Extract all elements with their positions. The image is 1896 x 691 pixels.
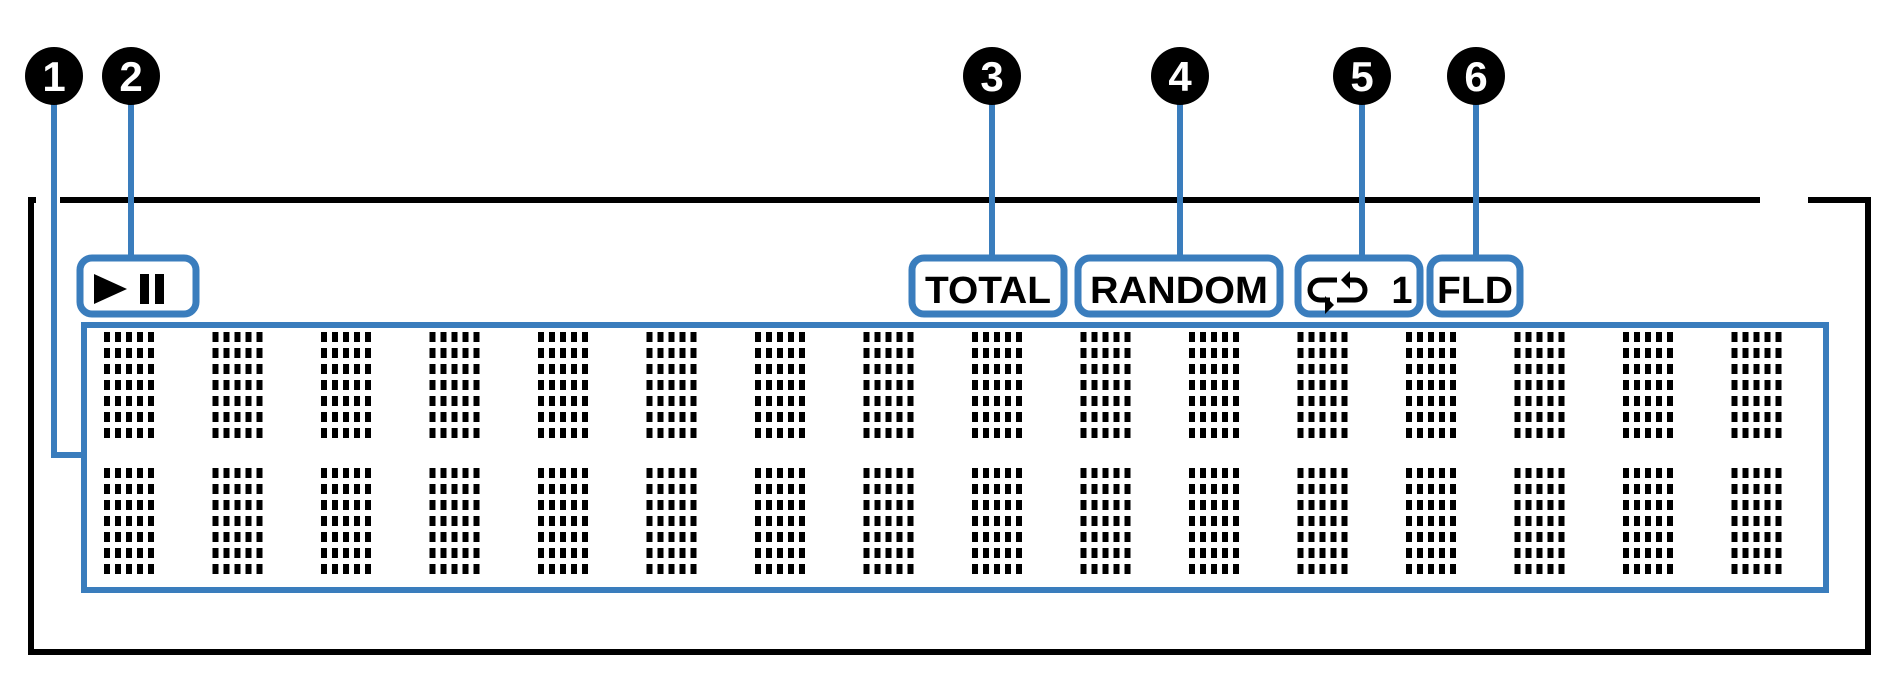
matrix-character <box>321 468 371 574</box>
callout-6-number: 6 <box>1464 53 1487 100</box>
callout-3: 3 <box>963 47 1021 105</box>
matrix-character <box>429 332 480 438</box>
leader-line-1 <box>51 100 84 458</box>
callout-1-number: 1 <box>42 53 65 100</box>
repeat-icon <box>1307 271 1368 314</box>
matrix-character <box>212 468 263 574</box>
matrix-character <box>1189 332 1239 438</box>
matrix-display-frame <box>81 322 1829 593</box>
matrix-character <box>1406 332 1456 438</box>
matrix-character <box>538 468 588 574</box>
callout-5: 5 <box>1333 47 1391 105</box>
matrix-character <box>972 332 1022 438</box>
leader-lines <box>51 100 1479 458</box>
matrix-character <box>429 468 480 574</box>
matrix-character <box>1297 332 1348 438</box>
callout-2-number: 2 <box>119 53 142 100</box>
device-frame <box>28 197 1871 655</box>
callout-6: 6 <box>1447 47 1505 105</box>
matrix-character <box>1297 468 1348 574</box>
play-pause-icon <box>94 274 164 304</box>
matrix-character <box>1623 332 1673 438</box>
matrix-character <box>755 468 805 574</box>
callout-1: 1 <box>25 47 83 105</box>
callout-5-number: 5 <box>1350 53 1373 100</box>
matrix-character <box>1731 332 1782 438</box>
repeat-number: 1 <box>1391 270 1412 312</box>
indicator-boxes <box>76 254 1524 318</box>
matrix-character <box>1080 468 1131 574</box>
random-indicator: RANDOM <box>1090 270 1268 312</box>
matrix-character <box>646 332 697 438</box>
matrix-character <box>1080 332 1131 438</box>
matrix-character <box>646 468 697 574</box>
callout-2: 2 <box>102 47 160 105</box>
fld-indicator: FLD <box>1437 270 1513 312</box>
matrix-character <box>1406 468 1456 574</box>
matrix-character <box>1731 468 1782 574</box>
matrix-character <box>104 332 154 438</box>
callout-3-number: 3 <box>980 53 1003 100</box>
matrix-character <box>538 332 588 438</box>
matrix-character <box>863 332 914 438</box>
matrix-character <box>1514 468 1565 574</box>
matrix-character <box>1514 332 1565 438</box>
matrix-character <box>321 332 371 438</box>
callout-4: 4 <box>1151 47 1209 105</box>
matrix-character <box>1189 468 1239 574</box>
callout-4-number: 4 <box>1168 53 1192 100</box>
total-indicator: TOTAL <box>925 270 1051 312</box>
matrix-character <box>1623 468 1673 574</box>
matrix-character <box>212 332 263 438</box>
matrix-character <box>863 468 914 574</box>
matrix-character <box>104 468 154 574</box>
matrix-character <box>755 332 805 438</box>
dot-matrix <box>104 332 1782 574</box>
matrix-character <box>972 468 1022 574</box>
